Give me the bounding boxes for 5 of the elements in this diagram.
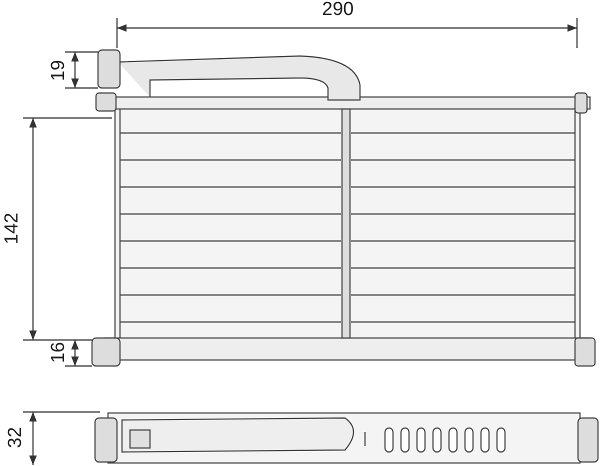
dimension-label: 19 bbox=[49, 60, 68, 82]
dimension-label: 290 bbox=[322, 0, 354, 19]
dimension-label: 16 bbox=[49, 342, 68, 364]
dimension-label: 142 bbox=[2, 212, 22, 244]
dimension-label: 32 bbox=[6, 426, 26, 448]
